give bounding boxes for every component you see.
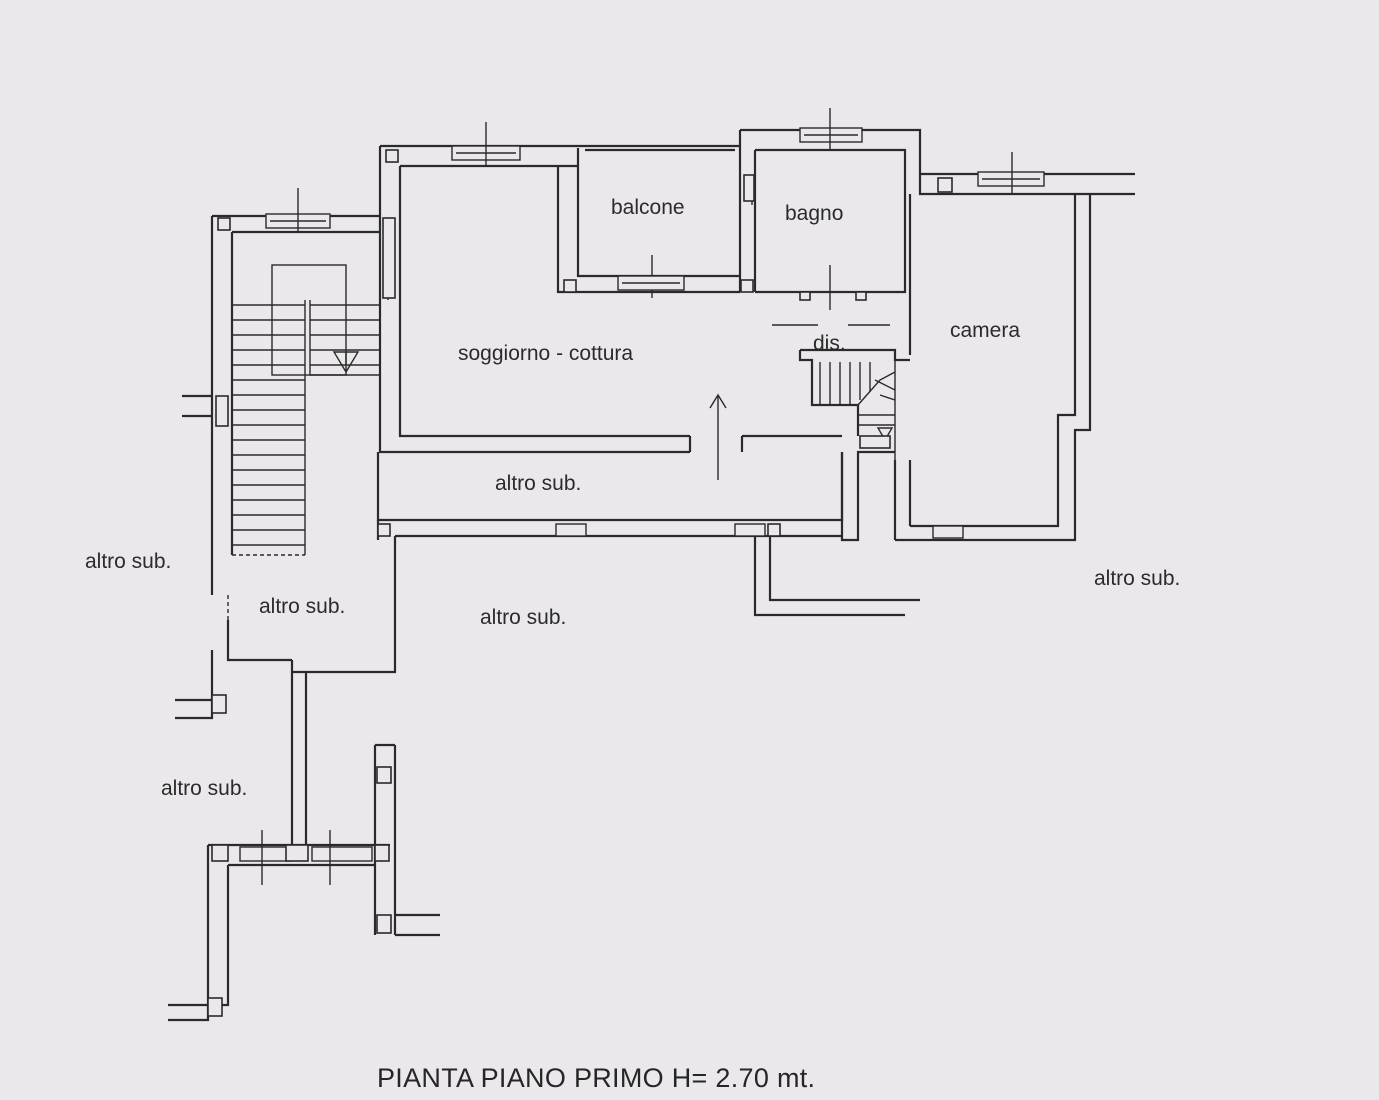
up-arrow-icon: [709, 393, 727, 480]
door-marks: [651, 255, 890, 480]
label-altro-sub-bottom-left: altro sub.: [161, 777, 247, 800]
label-bagno: bagno: [785, 202, 843, 225]
down-arrow-icon: [876, 427, 894, 442]
down-arrow-icon: [332, 351, 360, 374]
room-labels: balcone bagno camera soggiorno - cottura…: [85, 196, 1180, 800]
label-altro-sub-left: altro sub.: [85, 550, 171, 573]
staircase-left: [232, 264, 380, 555]
label-camera: camera: [950, 319, 1020, 342]
staircase-dis: [798, 348, 910, 460]
pillars: [207, 149, 953, 1017]
label-altro-sub-right: altro sub.: [1094, 567, 1180, 590]
label-altro-sub-corridor: altro sub.: [495, 472, 581, 495]
label-soggiorno-cottura: soggiorno - cottura: [458, 342, 633, 365]
windows: [239, 108, 1045, 885]
label-altro-sub-left-inner: altro sub.: [259, 595, 345, 618]
label-altro-sub-center: altro sub.: [480, 606, 566, 629]
stair-treads-left: [232, 304, 380, 546]
label-dis: dis.: [813, 332, 846, 355]
label-balcone: balcone: [611, 196, 685, 219]
plan-title: PIANTA PIANO PRIMO H= 2.70 mt.: [377, 1063, 815, 1093]
